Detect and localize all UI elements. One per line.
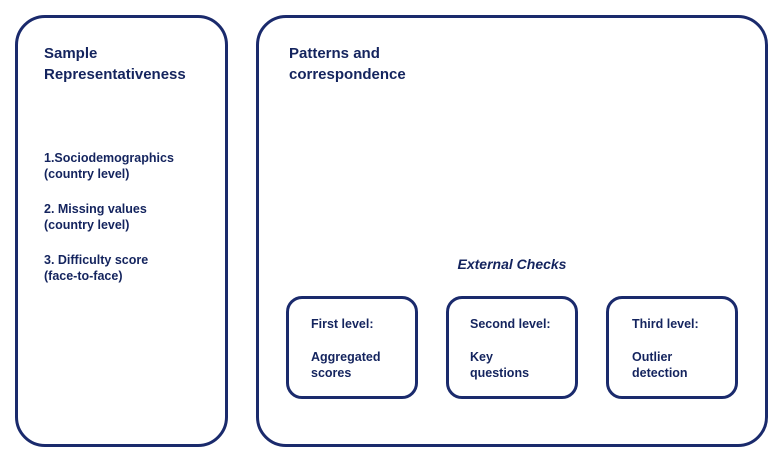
list-item-line1: 3. Difficulty score xyxy=(44,253,149,267)
second-level-description: Key questions xyxy=(470,349,529,381)
left-title-line1: Sample xyxy=(44,45,98,62)
list-item-line2: (face-to-face) xyxy=(44,269,123,283)
patterns-correspondence-panel: Patterns and correspondence External Che… xyxy=(256,15,768,447)
sample-representativeness-panel: Sample Representativeness 1.Sociodemogra… xyxy=(15,15,228,447)
list-item-missing-values: 2. Missing values (country level) xyxy=(44,201,224,233)
list-item-line2: (country level) xyxy=(44,167,130,181)
sample-representativeness-title: Sample Representativeness xyxy=(44,43,224,85)
second-level-heading: Second level: xyxy=(470,317,551,331)
right-title-line2: correspondence xyxy=(289,66,406,83)
representativeness-check-list: 1.Sociodemographics (country level) 2. M… xyxy=(44,150,224,303)
third-level-line2: detection xyxy=(632,366,688,380)
list-item-line2: (country level) xyxy=(44,218,130,232)
external-checks-label: External Checks xyxy=(457,256,567,272)
third-level-line1: Outlier xyxy=(632,350,673,364)
first-level-line2: scores xyxy=(311,366,352,380)
third-level-description: Outlier detection xyxy=(632,349,688,381)
first-level-box: First level: Aggregated scores xyxy=(286,296,418,399)
second-level-line2: questions xyxy=(470,366,530,380)
list-item-difficulty-score: 3. Difficulty score (face-to-face) xyxy=(44,252,224,284)
first-level-line1: Aggregated xyxy=(311,350,381,364)
list-item-line1: 1.Sociodemographics xyxy=(44,151,174,165)
right-title-line1: Patterns and xyxy=(289,45,380,62)
list-item-sociodemographics: 1.Sociodemographics (country level) xyxy=(44,150,224,182)
first-level-description: Aggregated scores xyxy=(311,349,380,381)
second-level-box: Second level: Key questions xyxy=(446,296,578,399)
first-level-heading: First level: xyxy=(311,317,374,331)
list-item-line1: 2. Missing values xyxy=(44,202,147,216)
left-title-line2: Representativeness xyxy=(44,66,186,83)
second-level-line1: Key xyxy=(470,350,493,364)
third-level-box: Third level: Outlier detection xyxy=(606,296,738,399)
patterns-correspondence-title: Patterns and correspondence xyxy=(289,43,489,85)
third-level-heading: Third level: xyxy=(632,317,699,331)
